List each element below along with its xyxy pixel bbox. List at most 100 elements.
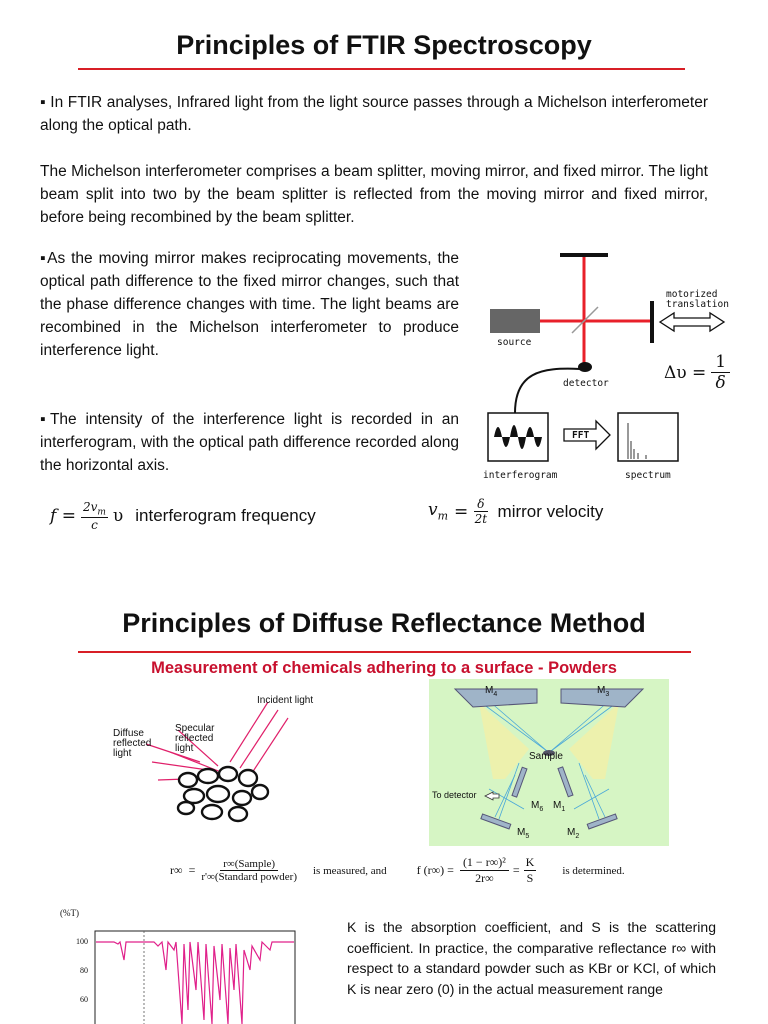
beam-splitter — [571, 306, 599, 334]
plot-frame — [94, 930, 296, 1024]
tick-60: 60 — [80, 995, 88, 1004]
specular-line3: light — [175, 743, 194, 754]
paragraph-moving-mirror: ▪As the moving mirror makes reciprocatin… — [40, 250, 459, 359]
f-num-sub: m — [97, 507, 106, 518]
spectrum-box — [617, 412, 679, 462]
spectrum-peaks — [627, 423, 647, 459]
m5-label-sub: 5 — [525, 833, 530, 840]
frequency-formula: f = 2vm c υ interferogram frequency — [50, 500, 316, 532]
paragraph-absorption: K is the absorption coefficient, and S i… — [347, 919, 716, 997]
mirror-m5 — [480, 813, 512, 830]
f-r-den: 2r∞ — [475, 871, 494, 885]
mirror-m2 — [586, 813, 618, 830]
specular-line2: reflected — [175, 733, 214, 744]
f-caption: interferogram frequency — [135, 506, 316, 526]
fft-arrow — [563, 419, 611, 451]
k-symbol: K — [523, 855, 537, 871]
m3-label-sub: 3 — [605, 691, 610, 698]
delta-nu-num: 1 — [711, 352, 731, 373]
section2-underline — [78, 651, 691, 653]
mirror-m1 — [557, 766, 574, 798]
motorized-label: motorized translation — [666, 290, 729, 310]
section2-subtitle: Measurement of chemicals adhering to a s… — [151, 659, 617, 677]
f-r-lhs: f (r∞) = — [416, 863, 454, 877]
detector-icon — [578, 362, 592, 372]
sample-label: Sample — [529, 751, 563, 762]
r-inf-lhs: r∞ — [170, 863, 183, 877]
paragraph-intro: ▪ In FTIR analyses, Infrared light from … — [40, 91, 708, 137]
v-lhs-sub: m — [437, 509, 449, 523]
f-fraction: 2vm c — [80, 500, 108, 533]
r-inf-eq: = — [188, 863, 196, 877]
optics-diagram: M4 M3 Sample To detector M6 M1 M5 M2 — [429, 679, 669, 846]
paragraph-interferometer: The Michelson interferometer comprises a… — [40, 163, 708, 226]
m4-label: M4 — [485, 685, 497, 698]
fft-label: FFT — [572, 430, 590, 441]
delta-nu-den: δ — [715, 373, 726, 393]
m6-label-main: M — [531, 800, 540, 811]
v-fraction: δ 2t — [474, 497, 488, 526]
v-den: 2t — [474, 512, 488, 526]
michelson-diagram — [487, 253, 726, 462]
v-num: δ — [474, 497, 488, 512]
m1-label: M1 — [553, 800, 565, 813]
section2-title: Principles of Diffuse Reflectance Method — [122, 608, 646, 638]
paragraph-interferogram: ▪The intensity of the interference light… — [40, 411, 459, 474]
determined-text: is determined. — [562, 864, 625, 877]
f-r-num: (1 − r∞)² — [459, 855, 509, 871]
m2-label-main: M — [567, 827, 576, 838]
double-arrow-icon — [658, 311, 726, 333]
motorized-text: motorized — [666, 289, 718, 300]
mirror-m6 — [511, 766, 528, 798]
m4-label-main: M — [485, 685, 494, 696]
f-num-main: 2v — [82, 500, 98, 514]
m1-label-main: M — [553, 800, 562, 811]
spectrum-trace — [96, 940, 294, 1024]
v-caption: mirror velocity — [497, 501, 604, 521]
diffuse-line3: light — [113, 748, 132, 759]
m2-label: M2 — [567, 827, 579, 840]
ir-spectrum-plot — [94, 930, 296, 1024]
reflectance-formula: r∞ = r∞(Sample) r'∞(Standard powder) is … — [170, 855, 625, 886]
m3-label: M3 — [597, 685, 609, 698]
m4-label-sub: 4 — [493, 691, 498, 698]
mirror-m3 — [560, 688, 645, 708]
delta-nu-fraction: 1 δ — [711, 352, 731, 393]
to-detector-arrow — [484, 791, 500, 801]
f-r-eq: = — [512, 863, 520, 877]
s-symbol: S — [526, 871, 534, 885]
m6-label: M6 — [531, 800, 543, 813]
specular-line1: Specular — [175, 723, 215, 734]
m3-label-main: M — [597, 685, 606, 696]
v-lhs-main: v — [428, 500, 438, 521]
title-underline — [78, 68, 685, 70]
ks-fraction: K S — [523, 855, 537, 886]
delta-nu-formula: Δυ = 1 δ — [664, 352, 731, 393]
tick-80: 80 — [80, 966, 88, 975]
spectrum-unit: (%T) — [60, 908, 79, 918]
source-box — [490, 309, 540, 333]
moving-mirror — [650, 301, 654, 343]
velocity-formula: vm = δ 2t mirror velocity — [428, 497, 603, 526]
to-detector-label: To detector — [432, 790, 477, 800]
m6-label-sub: 6 — [539, 806, 544, 813]
fixed-mirror — [560, 253, 608, 257]
diffuse-line1: Diffuse — [113, 728, 144, 739]
v-eq: = — [454, 501, 469, 522]
bullet: ▪ — [40, 94, 46, 111]
interferogram-label: interferogram — [483, 470, 558, 481]
interferogram-wave — [494, 425, 542, 449]
reflection-diagram — [145, 701, 289, 823]
powder-particles — [176, 765, 270, 823]
f-den: c — [91, 518, 98, 533]
sample-icon — [543, 750, 555, 756]
source-label: source — [497, 337, 532, 348]
f-num: 2vm — [80, 500, 108, 519]
detector-label: detector — [563, 378, 609, 389]
diffuse-label: Diffuse reflected light — [113, 729, 151, 759]
optics-beams — [478, 700, 620, 820]
v-lhs: vm — [428, 500, 448, 522]
r-inf-den: r'∞(Standard powder) — [201, 871, 297, 883]
specular-label: Specular reflected light — [175, 724, 214, 754]
m5-label-main: M — [517, 827, 526, 838]
